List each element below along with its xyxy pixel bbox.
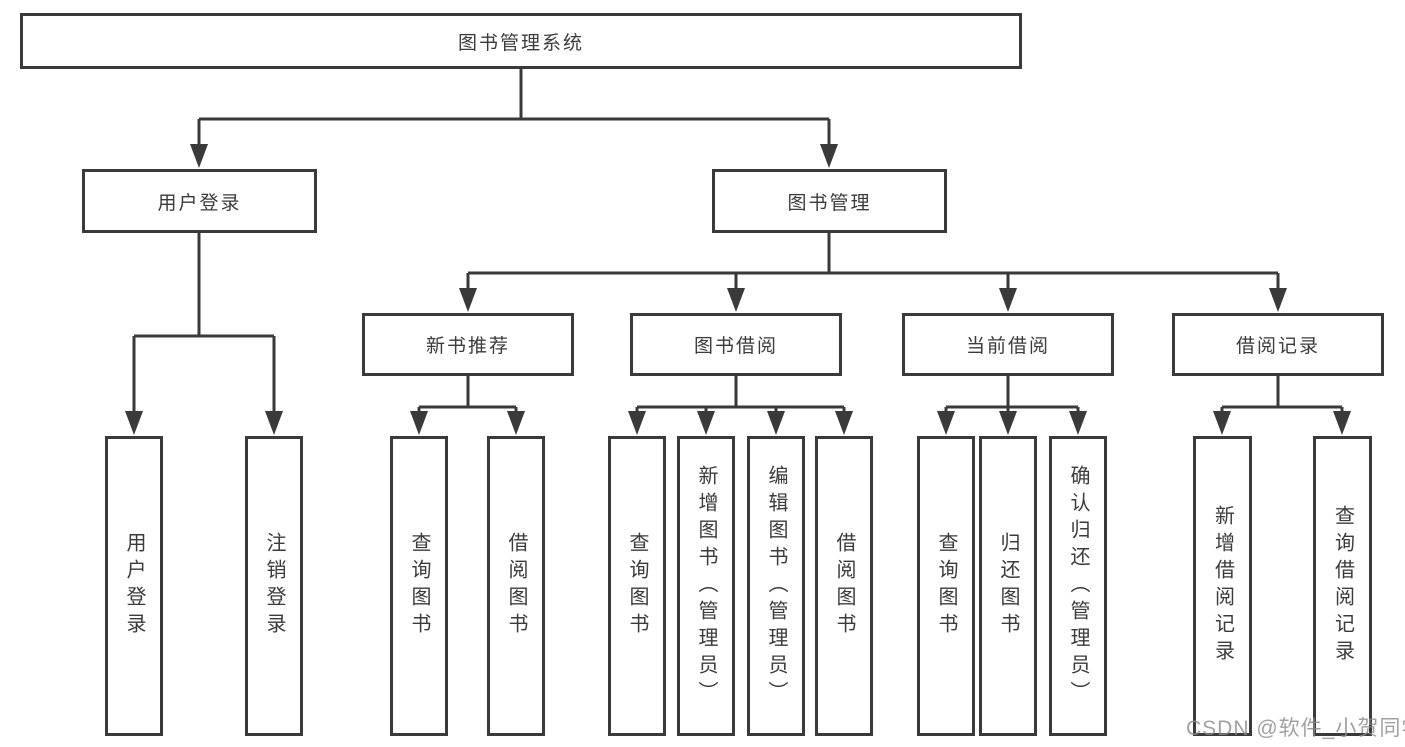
leaf-current-query-books: 查询图书 bbox=[917, 436, 975, 736]
leaf-current-confirm-return-admin: 确认归还（管理员） bbox=[1049, 436, 1107, 736]
node-user-login: 用户登录 bbox=[82, 169, 317, 233]
node-root: 图书管理系统 bbox=[20, 13, 1022, 69]
leaf-records-query-record: 查询借阅记录 bbox=[1313, 436, 1372, 736]
leaf-newbooks-query-books: 查询图书 bbox=[390, 436, 448, 736]
leaf-user-login: 用户登录 bbox=[105, 436, 163, 736]
node-current-borrow: 当前借阅 bbox=[902, 313, 1114, 376]
leaf-borrow-add-books-admin: 新增图书（管理员） bbox=[677, 436, 735, 736]
leaf-borrow-edit-books-admin: 编辑图书（管理员） bbox=[747, 436, 805, 736]
node-book-management: 图书管理 bbox=[712, 169, 947, 233]
leaf-current-return-books: 归还图书 bbox=[979, 436, 1037, 736]
leaf-newbooks-borrow-books: 借阅图书 bbox=[487, 436, 545, 736]
leaf-borrow-query-books: 查询图书 bbox=[608, 436, 666, 736]
csdn-watermark: CSDN @软件_小贺同学 bbox=[1186, 717, 1405, 740]
node-book-borrow: 图书借阅 bbox=[630, 313, 842, 376]
node-new-book-recommend: 新书推荐 bbox=[362, 313, 574, 376]
leaf-borrow-borrow-books: 借阅图书 bbox=[815, 436, 873, 736]
leaf-logout: 注销登录 bbox=[245, 436, 303, 736]
node-borrow-records: 借阅记录 bbox=[1172, 313, 1384, 376]
leaf-records-add-record: 新增借阅记录 bbox=[1193, 436, 1252, 736]
